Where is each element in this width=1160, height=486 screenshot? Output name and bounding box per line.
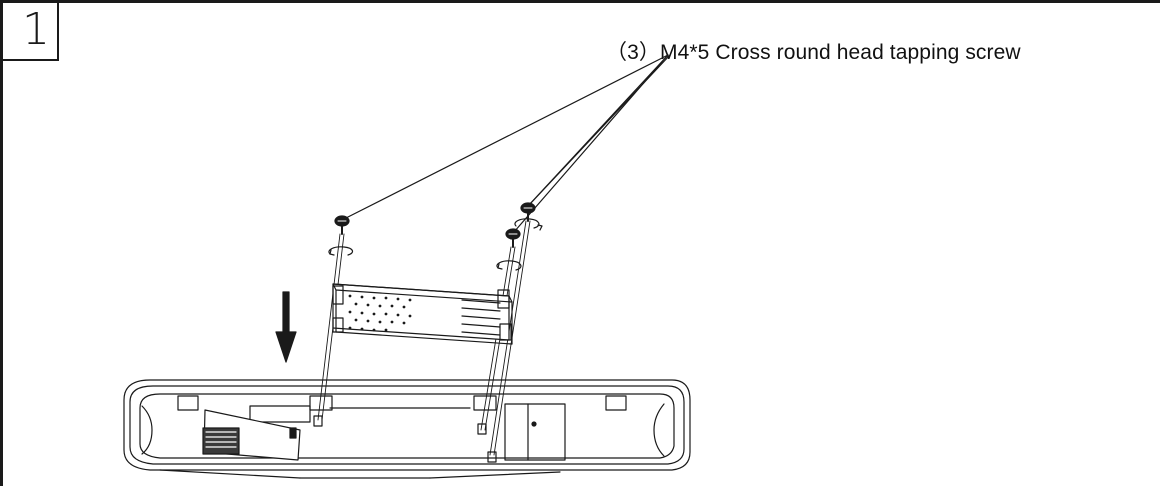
- bracket-plate: [332, 283, 513, 345]
- frame-top-border: [0, 0, 1160, 3]
- rotation-arrows: [328, 218, 543, 271]
- screw-right-front: [505, 228, 521, 248]
- screw-left: [334, 215, 350, 235]
- chassis-clips: [177, 395, 627, 411]
- step-number-box: 1: [3, 3, 59, 61]
- callout-leader-lines: [343, 54, 671, 233]
- power-module: [202, 409, 301, 461]
- screw-right-rear: [520, 202, 536, 222]
- down-arrow: [275, 291, 297, 363]
- step-number: 1: [22, 4, 50, 55]
- end-cap-left: [141, 405, 153, 455]
- chassis-body: [123, 379, 691, 479]
- frame-left-border: [0, 0, 3, 486]
- end-cap-right: [653, 403, 665, 457]
- bracket-vent-holes: [348, 294, 412, 332]
- screw-callout-label: （3）M4*5 Cross round head tapping screw: [606, 41, 1021, 64]
- inner-board: [249, 403, 566, 461]
- screw-bosses: [313, 415, 497, 463]
